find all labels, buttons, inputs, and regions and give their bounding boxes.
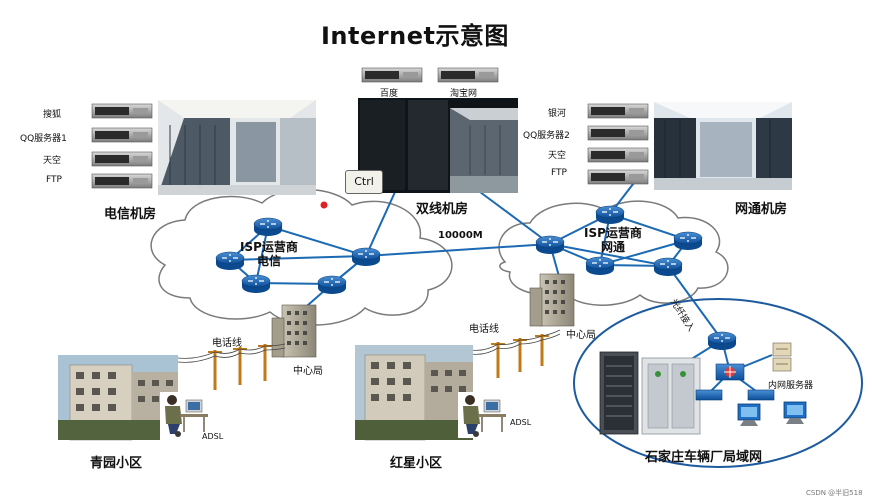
netcom-room-label: 网通机房 (735, 202, 788, 217)
adsl-label: ADSL (202, 432, 224, 441)
server-label: FTP (551, 168, 567, 178)
lan-equipment (599, 351, 701, 435)
server-label: QQ服务器1 (20, 134, 67, 144)
ctrl-key-badge: Ctrl (345, 170, 383, 194)
isp-netcom-label: ISP运营商 网通 (584, 226, 642, 254)
central-office-building-right (529, 273, 575, 327)
router-icon (317, 275, 347, 295)
server-label: FTP (46, 175, 62, 185)
central-office-label: 中心局 (293, 366, 323, 377)
phone-wires-right (469, 329, 561, 355)
server-label: 天空 (548, 151, 567, 161)
central-office-building-left (271, 304, 317, 358)
server-label: 天空 (43, 156, 62, 166)
access-switch-icon (695, 389, 775, 401)
router-icon (241, 274, 271, 294)
isp-telecom-line2: 电信 (256, 254, 281, 268)
lan-label: 石家庄车辆厂局域网 (645, 450, 763, 465)
telecom-server-rack (91, 103, 153, 189)
link-speed-label: 10000M (438, 230, 483, 241)
page-title: Internet示意图 (321, 22, 509, 50)
router-icon (253, 217, 283, 237)
isp-telecom-line1: ISP运营商 (240, 240, 298, 254)
server-label: 银河 (548, 109, 567, 119)
watermark: CSDN @半旧518 (806, 489, 863, 497)
hongxing-community-photo (355, 345, 473, 441)
isp-telecom-label: ISP运营商 电信 (240, 240, 298, 268)
qingyuan-community-label: 青园小区 (90, 456, 143, 471)
intranet-server-label: 内网服务器 (768, 381, 814, 391)
router-icon (535, 235, 565, 255)
server-label: 搜狐 (43, 110, 62, 120)
router-icon (585, 256, 615, 276)
router-icon (707, 331, 737, 351)
phone-line-label: 电话线 (212, 338, 242, 349)
isp-netcom-line1: ISP运营商 (584, 226, 642, 240)
server-label: 淘宝网 (450, 89, 478, 99)
central-office-label: 中心局 (566, 330, 596, 341)
server-label: QQ服务器2 (523, 131, 570, 141)
dual-room-label: 双线机房 (416, 202, 469, 217)
dual-room-server-rack (361, 67, 499, 83)
netcom-server-rack (587, 103, 649, 185)
adsl-label: ADSL (510, 418, 532, 427)
router-icon (653, 257, 683, 277)
red-marker (320, 201, 328, 209)
router-icon (673, 231, 703, 251)
lan-boundary (573, 298, 863, 468)
phone-line-label: 电话线 (469, 324, 499, 335)
adsl-user-computer-left (160, 392, 212, 440)
core-switch-icon (715, 363, 745, 381)
isp-netcom-line2: 网通 (600, 240, 625, 254)
adsl-user-computer-right (458, 392, 510, 438)
intranet-server-icon (772, 342, 792, 372)
router-icon (595, 205, 625, 225)
workstation-icon (737, 401, 807, 426)
telecom-room-label: 电信机房 (104, 207, 157, 222)
telecom-room-photo (158, 100, 316, 195)
router-icon (351, 247, 381, 267)
phone-wires-left (177, 343, 286, 363)
server-label: 百度 (380, 89, 399, 99)
netcom-room-photo (654, 102, 792, 190)
hongxing-community-label: 红星小区 (390, 456, 443, 471)
